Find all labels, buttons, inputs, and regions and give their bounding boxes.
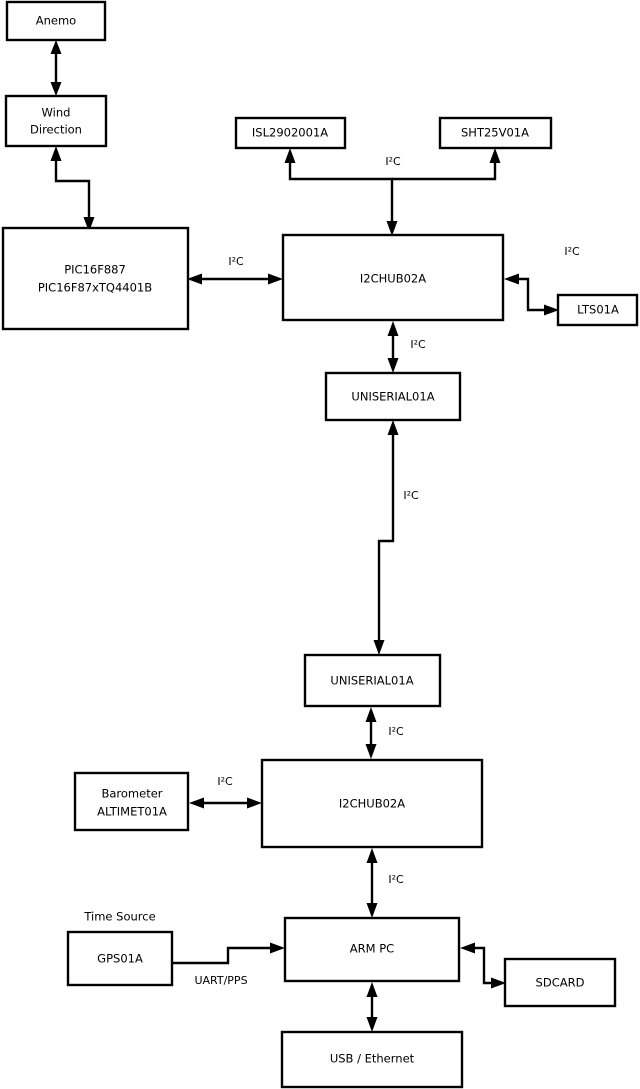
edge-label-hub-uniserial: I²C [410, 338, 426, 351]
node-i2chub02a-bottom[interactable]: I2CHUB02A [260, 758, 484, 849]
node-wind-direction-box[interactable] [4, 94, 108, 148]
node-sht25v01a[interactable]: SHT25V01A [438, 116, 553, 150]
node-wind-direction-label-line1: Wind [42, 106, 71, 120]
arrow-head-up-sht [489, 148, 501, 163]
node-arm-pc-box[interactable] [283, 916, 461, 983]
node-arm-pc[interactable]: ARM PC [283, 916, 461, 983]
node-uniserial01a-bottom-box[interactable] [303, 653, 442, 708]
node-sdcard-box[interactable] [503, 957, 617, 1008]
arrow-head-up [387, 321, 399, 336]
edge-label-uniserial-hub-bottom: I²C [388, 725, 404, 738]
node-gps01a-box[interactable] [66, 930, 174, 987]
node-i2chub02a-top-label: I2CHUB02A [360, 272, 426, 286]
node-sdcard[interactable]: SDCARD [503, 957, 617, 1008]
node-isl2902001a-label: ISL2902001A [252, 126, 328, 140]
arrow-head-left-hub [504, 273, 519, 285]
node-i2chub02a-top-box[interactable] [281, 233, 505, 322]
arrow-head-up [365, 707, 377, 722]
arrow-head-up [366, 982, 378, 997]
node-isl2902001a-box[interactable] [234, 116, 347, 150]
node-i2chub02a-bottom-box[interactable] [260, 758, 484, 849]
node-sht25v01a-label: SHT25V01A [461, 126, 529, 140]
node-barometer-label-line2: ALTIMET01A [97, 805, 167, 819]
node-arm-pc-label: ARM PC [350, 942, 394, 956]
arrow-head-up [50, 146, 62, 161]
edge-uniserialtop-uniserialbottom: I²C [373, 420, 419, 655]
node-pic16f887-label-line1: PIC16F887 [64, 263, 126, 277]
node-barometer-label-line1: Barometer [101, 787, 162, 801]
arrow-head-left [187, 273, 202, 285]
node-uniserial01a-bottom-label: UNISERIAL01A [330, 674, 413, 688]
node-barometer-altimet01a[interactable]: Barometer ALTIMET01A [73, 771, 190, 832]
arrow-head-down [365, 744, 377, 759]
node-pic16f887-label-line2: PIC16F87xTQ4401B [38, 281, 152, 295]
arrow-head-up [366, 848, 378, 863]
arrow-head-down-hub [386, 221, 398, 236]
arrow-head-right-lts [544, 304, 559, 316]
node-sht25v01a-box[interactable] [438, 116, 553, 150]
node-wind-direction[interactable]: Wind Direction [4, 94, 108, 148]
edge-pic-hubtop: I²C [187, 255, 283, 285]
node-sdcard-label: SDCARD [536, 976, 585, 990]
edge-label-uniserial-link: I²C [403, 489, 419, 502]
node-usb-ethernet-box[interactable] [280, 1030, 464, 1089]
arrow-head-up [387, 420, 399, 435]
node-lts01a-label: LTS01A [577, 303, 619, 317]
arrow-head-down [83, 217, 95, 232]
node-i2chub02a-top[interactable]: I2CHUB02A [281, 233, 505, 322]
edge-hubbottom-armpc: I²C [366, 848, 404, 918]
edge-label-hub-sensors: I²C [385, 155, 401, 168]
edge-hubtop-lts: I²C [504, 245, 580, 316]
node-i2chub02a-bottom-label: I2CHUB02A [339, 797, 405, 811]
node-uniserial01a-bottom[interactable]: UNISERIAL01A [303, 653, 442, 708]
node-barometer-altimet01a-box[interactable] [73, 771, 190, 832]
arrow-head-down [387, 358, 399, 373]
node-pic16f887-box[interactable] [1, 226, 190, 331]
edge-armpc-usbethernet [366, 982, 378, 1032]
arrow-head-down [366, 1017, 378, 1032]
arrow-head-right [270, 942, 285, 954]
node-usb-ethernet[interactable]: USB / Ethernet [280, 1030, 464, 1089]
arrow-head-left-armpc [460, 942, 475, 954]
edge-label-gps-armpc: UART/PPS [194, 974, 247, 987]
edge-anemo-winddirection [50, 40, 62, 96]
arrow-head-down [366, 903, 378, 918]
node-uniserial01a-top-box[interactable] [324, 371, 462, 422]
edge-gps-armpc: UART/PPS [172, 942, 285, 987]
arrow-head-right [268, 273, 283, 285]
edge-label-hub-lts: I²C [564, 245, 580, 258]
node-wind-direction-label-line2: Direction [30, 123, 82, 137]
edge-label-barometer-hub: I²C [217, 775, 233, 788]
arrow-head-down [50, 82, 62, 96]
arrow-head-up-isl [284, 148, 296, 163]
label-time-source: Time Source [83, 910, 155, 924]
node-anemo-box[interactable] [5, 0, 107, 42]
edge-label-hub-armpc: I²C [388, 873, 404, 886]
edge-barometer-hubbottom: I²C [189, 775, 262, 809]
node-gps01a-label: GPS01A [97, 952, 143, 966]
node-isl2902001a[interactable]: ISL2902001A [234, 116, 347, 150]
node-usb-ethernet-label: USB / Ethernet [330, 1052, 415, 1066]
node-pic16f887[interactable]: PIC16F887 PIC16F87xTQ4401B [1, 226, 190, 331]
node-gps01a[interactable]: GPS01A [66, 930, 174, 987]
edge-hubtop-sensors: I²C [284, 148, 501, 236]
arrow-head-up [50, 40, 62, 54]
arrow-head-right [247, 797, 262, 809]
node-lts01a-box[interactable] [556, 293, 639, 327]
node-anemo-label: Anemo [36, 14, 76, 28]
arrow-head-right-sdcard [491, 977, 506, 989]
node-uniserial01a-top-label: UNISERIAL01A [351, 390, 434, 404]
node-anemo[interactable]: Anemo [5, 0, 107, 42]
edge-uniserialbottom-hubbottom: I²C [365, 707, 404, 759]
node-uniserial01a-top[interactable]: UNISERIAL01A [324, 371, 462, 422]
edge-hubtop-uniserialtop: I²C [387, 321, 426, 373]
node-lts01a[interactable]: LTS01A [556, 293, 639, 327]
edge-armpc-sdcard [460, 942, 506, 989]
edge-pic-winddirection [50, 146, 95, 232]
arrow-head-down [373, 640, 385, 655]
edge-label-pic-hub: I²C [228, 255, 244, 268]
arrow-head-left [189, 797, 204, 809]
